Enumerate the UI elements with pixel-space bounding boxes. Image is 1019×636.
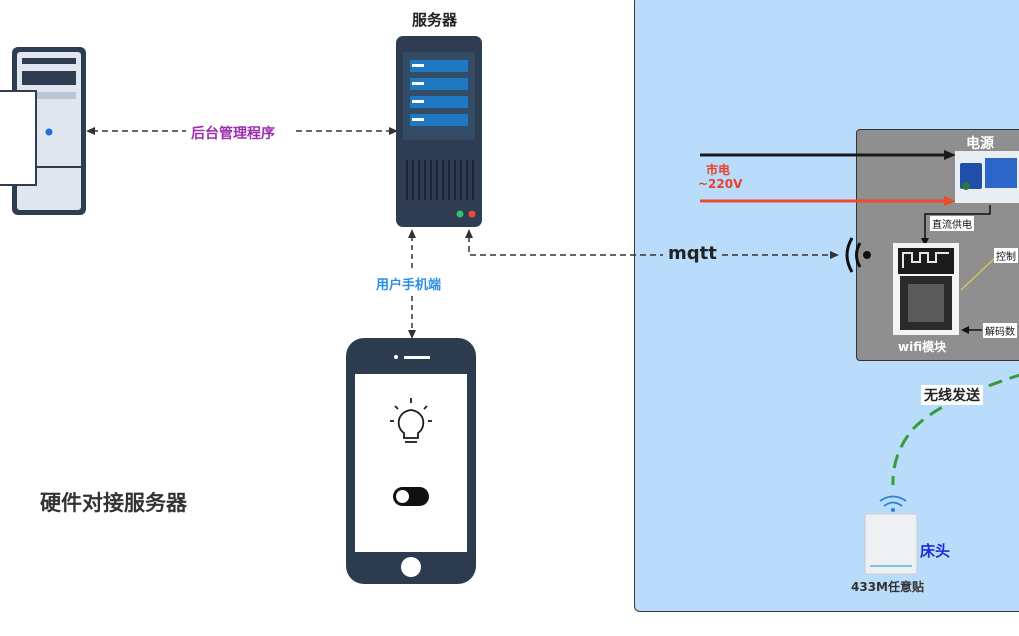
admin-link-label: 后台管理程序 bbox=[191, 126, 275, 142]
toggle-icon bbox=[393, 487, 429, 506]
power-title: 电源 bbox=[966, 136, 994, 152]
sticker-caption: 433M任意贴 bbox=[851, 580, 924, 594]
wifi-module-icon bbox=[893, 243, 959, 335]
mains-label-line2: ~220V bbox=[698, 177, 743, 191]
power-module-icon bbox=[955, 151, 1019, 203]
sticker-location-label: 床头 bbox=[920, 542, 951, 560]
mains-label-line1: 市电 bbox=[706, 163, 731, 177]
computer-icon bbox=[0, 47, 86, 215]
wifi-module-label: wifi模块 bbox=[898, 340, 947, 354]
wireless-signal-icon bbox=[845, 237, 871, 273]
phone-icon bbox=[346, 338, 476, 584]
mqtt-label: mqtt bbox=[668, 243, 717, 264]
server-icon bbox=[396, 36, 482, 227]
wireless-send-label: 无线发送 bbox=[921, 385, 983, 405]
sticker-device-icon bbox=[864, 495, 918, 575]
dc-power-label: 直流供电 bbox=[930, 216, 974, 231]
server-title: 服务器 bbox=[412, 11, 458, 29]
control-label: 控制 bbox=[994, 248, 1018, 263]
page-heading: 硬件对接服务器 bbox=[40, 491, 187, 515]
phone-link-label: 用户手机端 bbox=[375, 274, 443, 293]
bulb-icon bbox=[390, 398, 432, 443]
decode-label: 解码数 bbox=[983, 323, 1017, 338]
